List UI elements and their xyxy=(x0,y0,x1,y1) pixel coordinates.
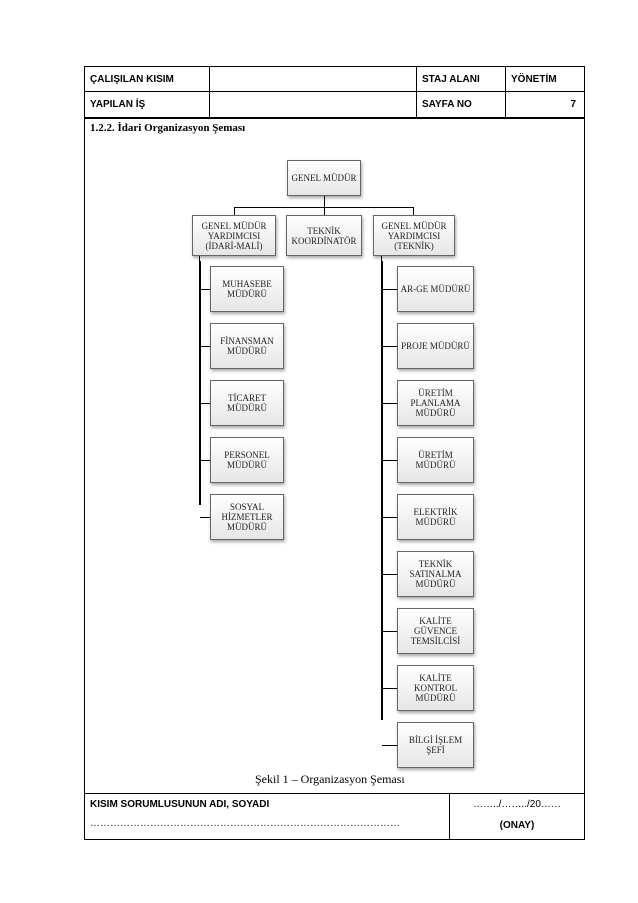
org-left-connector-2 xyxy=(200,403,210,404)
figure-caption: Şekil 1 – Organizasyon Şeması xyxy=(255,772,405,786)
connector-right-head xyxy=(413,207,414,215)
section-value xyxy=(209,66,417,92)
org-right-node-2: ÜRETİM PLANLAMA MÜDÜRÜ xyxy=(397,380,474,426)
org-right-connector-5 xyxy=(382,574,397,575)
connector-root-down xyxy=(324,196,325,208)
org-right-node-6: KALİTE GÜVENCE TEMSİLCİSİ xyxy=(397,608,474,654)
org-right-connector-2 xyxy=(382,403,397,404)
org-right-connector-4 xyxy=(382,517,397,518)
org-left-node-1: FİNANSMAN MÜDÜRÜ xyxy=(210,323,284,369)
connector-right-spine xyxy=(381,261,383,720)
connector-right-stub xyxy=(381,256,382,262)
responsible-label: KISIM SORUMLUSUNUN ADI, SOYADI xyxy=(90,799,270,810)
org-right-connector-1 xyxy=(382,346,397,347)
org-right-node-7: KALİTE KONTROL MÜDÜRÜ xyxy=(397,665,474,711)
org-left-node-2: TİCARET MÜDÜRÜ xyxy=(210,380,284,426)
org-right-connector-3 xyxy=(382,460,397,461)
org-right-node-8: BİLGİ İŞLEM ŞEFİ xyxy=(397,722,474,768)
org-right-node-3: ÜRETİM MÜDÜRÜ xyxy=(397,437,474,483)
area-value: YÖNETİM xyxy=(505,66,585,92)
org-right-node-1: PROJE MÜDÜRÜ xyxy=(397,323,474,369)
section-title: 1.2.2. İdari Organizasyon Şeması xyxy=(90,122,246,134)
org-right-node-0: AR-GE MÜDÜRÜ xyxy=(397,266,474,312)
footer-approval-cell: ……../……../20…… (ONAY) xyxy=(449,793,585,840)
connector-left-head xyxy=(234,207,235,215)
org-right-node-5: TEKNİK SATINALMA MÜDÜRÜ xyxy=(397,551,474,597)
section-label: ÇALIŞILAN KISIM xyxy=(84,66,210,92)
org-left-connector-3 xyxy=(200,460,210,461)
page-label: SAYFA NO xyxy=(416,91,506,118)
org-node-gmy-teknik: GENEL MÜDÜR YARDIMCISI (TEKNİK) xyxy=(373,215,455,256)
work-value xyxy=(209,91,417,118)
org-node-gmy-idari: GENEL MÜDÜR YARDIMCISI (İDARİ-MALİ) xyxy=(192,215,276,256)
work-label: YAPILAN İŞ xyxy=(84,91,210,118)
org-right-connector-0 xyxy=(382,289,397,290)
org-right-connector-8 xyxy=(382,745,397,746)
org-right-connector-7 xyxy=(382,688,397,689)
footer-responsible-cell: KISIM SORUMLUSUNUN ADI, SOYADI ………………………… xyxy=(84,793,450,840)
connector-left-spine xyxy=(199,261,201,505)
connector-left-stub xyxy=(199,256,200,262)
org-left-connector-0 xyxy=(200,289,210,290)
page-number: 7 xyxy=(505,91,585,118)
org-right-connector-6 xyxy=(382,631,397,632)
org-right-node-4: ELEKTRİK MÜDÜRÜ xyxy=(397,494,474,540)
org-left-node-4: SOSYAL HİZMETLER MÜDÜRÜ xyxy=(210,494,284,540)
approval-label: (ONAY) xyxy=(499,820,535,831)
org-node-genel-mudur: GENEL MÜDÜR xyxy=(287,160,361,196)
org-left-connector-1 xyxy=(200,346,210,347)
org-left-node-3: PERSONEL MÜDÜRÜ xyxy=(210,437,284,483)
org-node-teknik-koordinator: TEKNİK KOORDİNATÖR xyxy=(286,215,362,256)
approval-date: ……../……../20…… xyxy=(473,799,561,810)
org-left-node-0: MUHASEBE MÜDÜRÜ xyxy=(210,266,284,312)
area-label: STAJ ALANI xyxy=(416,66,506,92)
responsible-dots: ………………………………………………………………………………… xyxy=(90,818,400,829)
connector-center-head xyxy=(324,207,325,215)
org-left-connector-4 xyxy=(200,517,210,518)
